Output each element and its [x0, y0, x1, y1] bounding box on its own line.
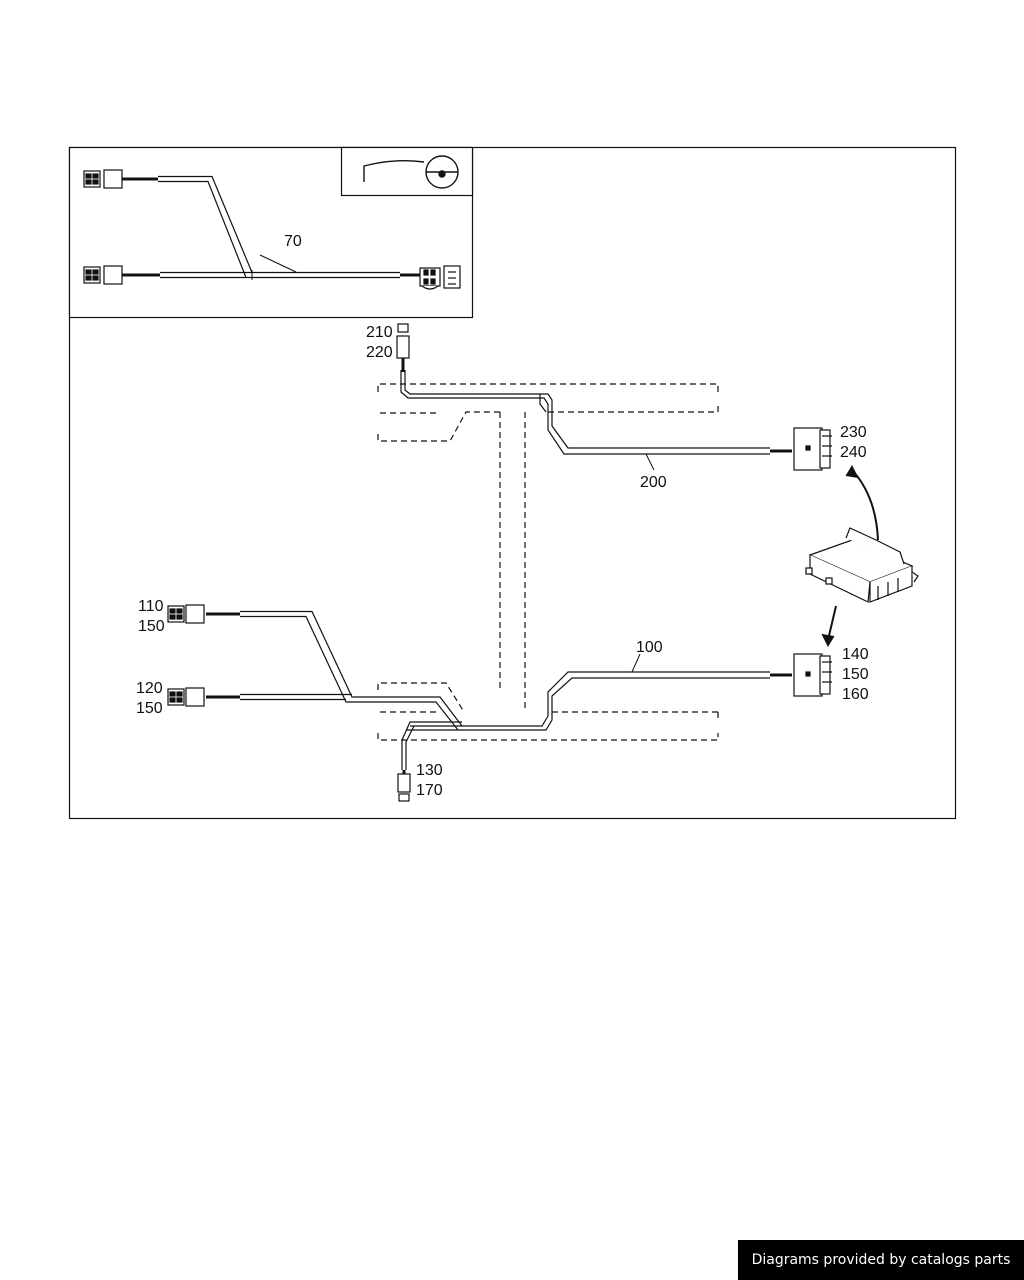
diagram-frame	[68, 146, 957, 820]
callout-210: 210	[366, 324, 393, 341]
attribution-banner: Diagrams provided by catalogs parts	[738, 1240, 1024, 1280]
connector-icon	[397, 773, 411, 802]
connector-icon	[83, 169, 123, 189]
connector-icon	[83, 265, 123, 285]
connector-icon	[167, 687, 205, 707]
inset-panel: 70	[68, 146, 474, 319]
callout-160: 160	[842, 686, 869, 703]
steering-wheel-icon	[363, 155, 459, 189]
callout-130: 130	[416, 762, 443, 779]
callout-150: 150	[138, 618, 165, 635]
callout-110: 110	[138, 598, 164, 615]
callout-230: 230	[840, 424, 867, 441]
callout-150: 150	[136, 700, 163, 717]
arrow-icon	[821, 605, 837, 648]
callout-100: 100	[636, 639, 663, 656]
callout-70: 70	[284, 233, 302, 250]
connector-icon	[396, 323, 410, 359]
connector-icon	[793, 427, 832, 471]
callout-120: 120	[136, 680, 163, 697]
connector-icon	[793, 653, 832, 697]
callout-150: 150	[842, 666, 869, 683]
connector-icon	[419, 265, 461, 290]
control-module-icon	[805, 527, 919, 603]
arrow-icon	[845, 464, 879, 541]
callout-240: 240	[840, 444, 867, 461]
callout-220: 220	[366, 344, 393, 361]
harness-70	[122, 175, 420, 280]
harness-100	[206, 610, 792, 774]
callout-200: 200	[640, 474, 667, 491]
floor-outline	[377, 383, 719, 741]
callout-170: 170	[416, 782, 443, 799]
callout-140: 140	[842, 646, 869, 663]
connector-icon	[167, 604, 205, 624]
harness-200	[400, 358, 792, 471]
